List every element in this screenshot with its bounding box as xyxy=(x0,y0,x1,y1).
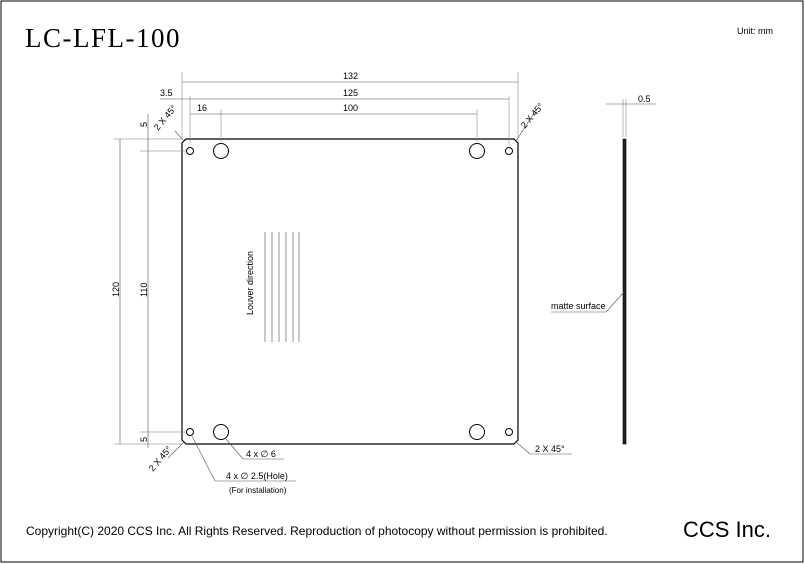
chamfer-leaders xyxy=(167,109,572,459)
dim-top-offset: 5 xyxy=(139,122,149,127)
chamfer-top-left: 2 X 45° xyxy=(152,103,179,132)
dim-offset-large: 16 xyxy=(197,103,207,113)
horizontal-dimension-lines xyxy=(160,72,519,145)
louver-lines xyxy=(264,232,300,342)
small-holes-label: 4 x ∅ 2.5(Hole) xyxy=(226,471,288,481)
plate-outline xyxy=(181,138,519,445)
large-hole-top-right xyxy=(469,143,485,159)
matte-surface-label: matte surface xyxy=(551,301,606,311)
plate-side-view xyxy=(622,138,627,445)
drawing-title: LC-LFL-100 xyxy=(25,23,181,53)
dim-bottom-offset: 5 xyxy=(139,437,149,442)
dim-offset-small: 3.5 xyxy=(160,88,173,98)
small-hole-bottom-right xyxy=(505,428,513,436)
copyright-notice: Copyright(C) 2020 CCS Inc. All Rights Re… xyxy=(26,524,608,538)
small-holes-note: (For installation) xyxy=(229,486,287,495)
company-name: CCS Inc. xyxy=(683,517,771,542)
hole-leaders xyxy=(191,435,296,482)
large-hole-bottom-left xyxy=(213,424,229,440)
dim-large-hole-span: 100 xyxy=(343,103,358,113)
vertical-dimension-lines xyxy=(114,114,186,448)
small-hole-bottom-left xyxy=(186,428,194,436)
dim-thickness: 0.5 xyxy=(638,94,651,104)
large-holes-label: 4 x ∅ 6 xyxy=(246,449,276,459)
chamfer-bottom-right: 2 X 45° xyxy=(535,444,565,454)
dim-overall-width: 132 xyxy=(343,71,358,81)
small-hole-top-left xyxy=(186,147,194,155)
large-hole-top-left xyxy=(213,143,229,159)
surface-leader xyxy=(551,291,625,313)
dim-hole-span-height: 110 xyxy=(139,283,149,297)
large-hole-bottom-right xyxy=(469,424,485,440)
chamfer-top-right: 2 X 45° xyxy=(519,101,546,130)
unit-label: Unit: mm xyxy=(737,26,773,36)
louver-direction-label: Louver direction xyxy=(245,251,255,315)
dim-hole-span-width: 125 xyxy=(343,88,358,98)
dim-overall-height: 120 xyxy=(111,282,121,297)
thickness-dimension xyxy=(606,99,656,137)
small-hole-top-right xyxy=(505,147,513,155)
chamfer-bottom-left: 2 X 45° xyxy=(147,444,174,473)
